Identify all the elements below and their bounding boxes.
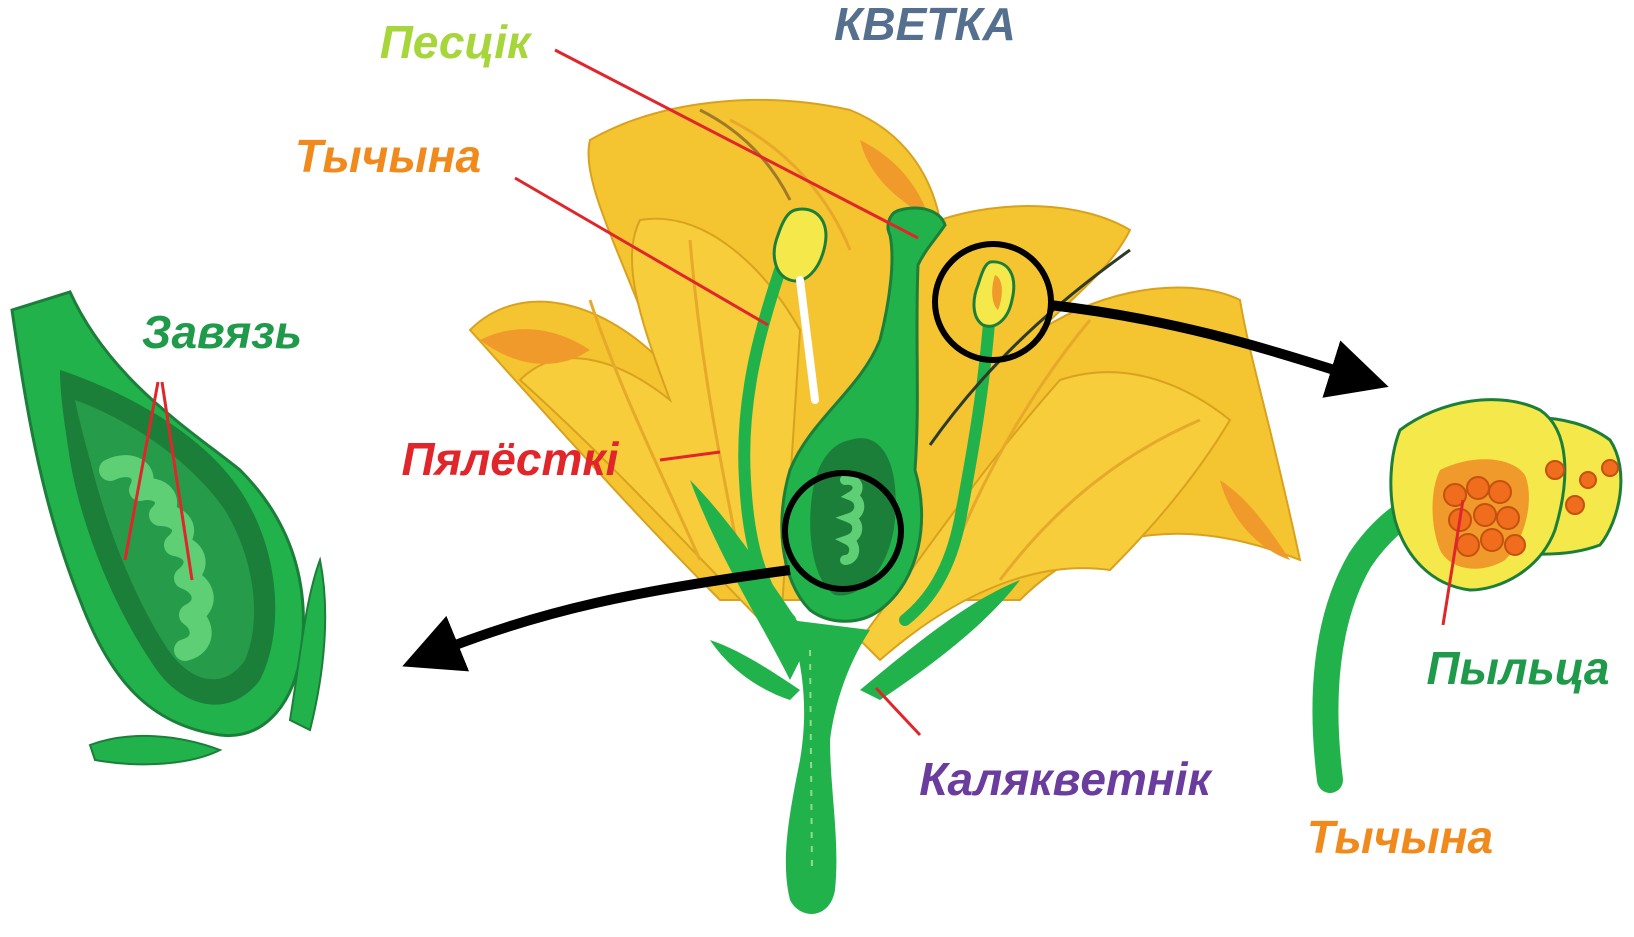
ovary-sepal-bottom [90, 736, 220, 764]
label-petals: Пялёсткі [402, 433, 620, 485]
ovary-detail [12, 292, 325, 764]
label-pistil: Песцік [380, 16, 533, 68]
pointer-calyx [876, 688, 920, 735]
label-pollen: Пыльца [1427, 642, 1610, 694]
label-calyx: Каляквeтнік [919, 753, 1213, 805]
flower-stem [786, 620, 870, 914]
label-stamen-main: Тычына [295, 130, 481, 182]
label-ovary: Завязь [142, 306, 302, 358]
stamen-detail [1325, 400, 1620, 780]
label-stamen-detail: Тычына [1307, 811, 1493, 863]
title-label: КВЕТКА [834, 0, 1016, 50]
